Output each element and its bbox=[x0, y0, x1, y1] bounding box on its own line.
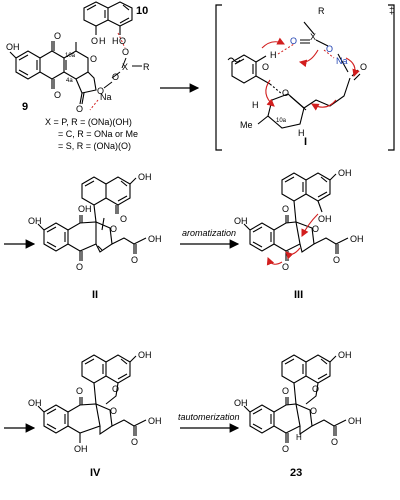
compound-9-x: X bbox=[122, 62, 128, 72]
compound-III bbox=[243, 172, 349, 261]
compound-9-o-xo: O bbox=[122, 47, 129, 57]
IV-oh-naph: OH bbox=[138, 350, 152, 360]
compound-9-o-top: O bbox=[54, 31, 61, 41]
III-oh-acid: OH bbox=[350, 234, 364, 244]
compound-9-locant-10a: 10a bbox=[65, 53, 76, 59]
III-o-ring: O bbox=[312, 224, 319, 234]
ts-h-left: H bbox=[252, 100, 259, 110]
ts-dagger: ‡ bbox=[389, 6, 395, 17]
compound-II-label: II bbox=[92, 289, 98, 301]
compound-II bbox=[37, 176, 147, 261]
legend-line-1: X = P, R = (ONa)(OH) bbox=[45, 117, 132, 127]
II-o-carbonyl: OH bbox=[78, 204, 92, 214]
ts-I-brackets bbox=[215, 4, 395, 151]
legend-line-2: = C, R = ONa or Me bbox=[58, 129, 138, 139]
IV-o-ring: O bbox=[110, 406, 117, 416]
compound-9-oh: OH bbox=[6, 42, 20, 52]
c23-oh-acid: OH bbox=[348, 416, 362, 426]
compound-10-number: 10 bbox=[136, 5, 148, 17]
c23-o-acid: O bbox=[331, 437, 338, 447]
ts-hbond-dashes bbox=[277, 43, 335, 59]
compound-9-o-ring: O bbox=[90, 54, 97, 64]
II-oh-left: OH bbox=[28, 216, 42, 226]
ts-o-na: O bbox=[326, 44, 333, 54]
III-o-acid: O bbox=[333, 255, 340, 265]
IV-o-acid: O bbox=[131, 437, 138, 447]
ts-locant-10a: 10a bbox=[276, 118, 287, 124]
c23-oh-left: OH bbox=[234, 398, 248, 408]
II-o-bottom: O bbox=[76, 262, 83, 272]
tautomerization-label: tautomerization bbox=[178, 412, 240, 422]
ts-me: Me bbox=[240, 120, 253, 130]
compound-10 bbox=[83, 1, 133, 35]
compound-10-o1: O bbox=[91, 36, 98, 46]
ts-o-double: O bbox=[290, 36, 297, 46]
compound-9-o-chain2: O bbox=[112, 72, 119, 82]
compound-9-salt-chain bbox=[103, 57, 142, 89]
III-oh-naph: OH bbox=[338, 168, 352, 178]
ts-I-structure bbox=[227, 21, 361, 129]
III-electron-arrows bbox=[266, 213, 319, 266]
ts-na: Na bbox=[336, 56, 348, 66]
compound-10-o2: O bbox=[119, 36, 126, 46]
ts-h-bottom: H bbox=[298, 128, 305, 138]
ts-x: X bbox=[310, 32, 316, 42]
compound-23-label: 23 bbox=[290, 467, 302, 479]
compound-9-number: 9 bbox=[22, 101, 28, 113]
III-o-bottom: O bbox=[282, 262, 289, 272]
compound-9-na: Na bbox=[100, 92, 112, 102]
ts-o-phenol: O bbox=[262, 62, 269, 72]
legend-line-3: = S, R = (ONa)(O) bbox=[58, 141, 131, 151]
IV-o-top: O bbox=[76, 386, 83, 396]
c23-o-bridge: O bbox=[312, 384, 319, 394]
c23-o-top: O bbox=[282, 386, 289, 396]
II-o-ring: O bbox=[110, 224, 117, 234]
compound-IV bbox=[37, 354, 147, 443]
compound-9-o-ester: O bbox=[76, 104, 83, 114]
ts-o-lactone: O bbox=[360, 62, 367, 72]
c23-o-ring: O bbox=[310, 406, 317, 416]
IV-oh-acid: OH bbox=[148, 416, 162, 426]
compound-9-o-bottom: O bbox=[54, 90, 61, 100]
III-o-top: O bbox=[282, 204, 289, 214]
compound-9 bbox=[9, 41, 97, 105]
III-oh-left: OH bbox=[234, 216, 248, 226]
IV-o-bridge: O bbox=[112, 384, 119, 394]
II-o-top: O bbox=[120, 214, 127, 224]
compound-9-o-chain: O bbox=[97, 86, 104, 96]
IV-oh-bottom: OH bbox=[74, 444, 88, 454]
III-oh-right: OH bbox=[318, 214, 332, 224]
compound-IV-label: IV bbox=[90, 467, 101, 479]
ts-I-label: I bbox=[304, 136, 307, 148]
c23-oh-naph: OH bbox=[338, 350, 352, 360]
aromatization-label: aromatization bbox=[182, 228, 236, 238]
IV-oh-left: OH bbox=[28, 398, 42, 408]
compound-10-h1: H bbox=[99, 36, 106, 46]
ts-h-bond: H bbox=[270, 50, 277, 60]
compound-10-h2: H bbox=[112, 36, 119, 46]
c23-h: H bbox=[296, 433, 302, 442]
II-oh-acid: OH bbox=[148, 234, 162, 244]
compound-9-r: R bbox=[143, 62, 150, 72]
II-oh-naph: OH bbox=[138, 172, 152, 182]
compound-23 bbox=[243, 354, 347, 443]
compound-III-label: III bbox=[294, 289, 303, 301]
ts-o-ring: O bbox=[282, 88, 289, 98]
hbond-dashes-9 bbox=[89, 32, 126, 111]
II-o-acid: O bbox=[131, 255, 138, 265]
compound-9-locant-4a: 4a bbox=[66, 78, 73, 84]
ts-electron-arrows bbox=[261, 37, 360, 111]
c23-o-bottom: O bbox=[282, 444, 289, 454]
ts-r: R bbox=[318, 6, 325, 16]
